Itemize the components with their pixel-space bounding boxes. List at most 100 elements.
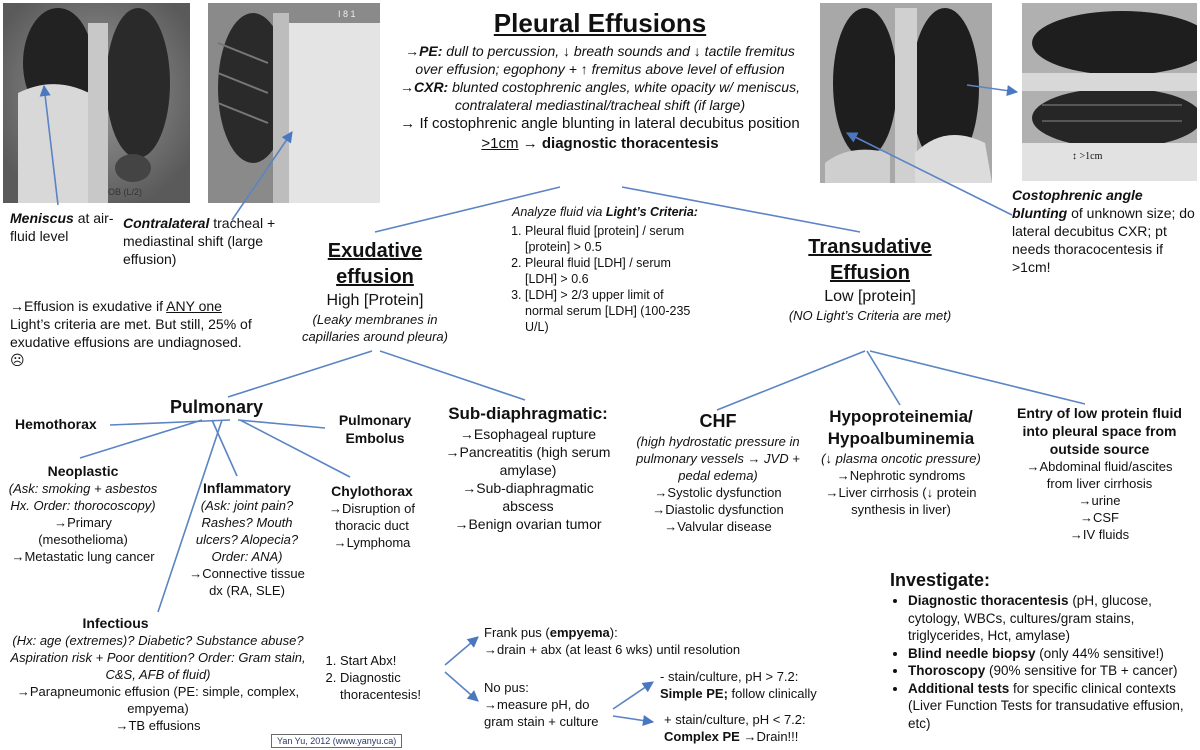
cxr-findings: →CXR: blunted costophrenic angles, white… [395, 78, 805, 114]
exudative-note-emph: ANY one [166, 298, 222, 314]
infectious-item: →TB effusions [8, 717, 308, 734]
arrow-icon: → [836, 468, 850, 483]
simple-pe-bold: Simple PE; [660, 686, 728, 701]
hypoprotein-item-text: Liver cirrhosis (↓ protein synthesis in … [838, 485, 977, 517]
hypoprotein-item: →Liver cirrhosis (↓ protein synthesis in… [812, 484, 990, 518]
xray-meniscus: OB (L/2) [3, 3, 190, 203]
investigate-item: Thoroscopy (90% sensitive for TB + cance… [908, 662, 1195, 680]
decubitus-arrow: → [522, 135, 538, 152]
chf-item-text: Valvular disease [677, 519, 772, 534]
arrow-icon: → [11, 549, 25, 564]
arrow-icon: → [484, 642, 497, 657]
chf-item: →Systolic dysfunction [632, 484, 804, 501]
arrow-icon: → [743, 729, 757, 744]
hypoprotein-title-1: Hypoproteinemia/ [829, 407, 973, 426]
caption-blunting-bold: Costophrenic angle blunting [1012, 187, 1143, 221]
caption-meniscus-rest: at air-fluid level [10, 210, 114, 244]
pe-findings: →PE: dull to percussion, ↓ breath sounds… [395, 42, 805, 78]
transudative-title-2: Effusion [830, 262, 910, 284]
entry-item: →CSF [1012, 509, 1187, 526]
investigate-block: Investigate: Diagnostic thoracentesis (p… [890, 569, 1195, 732]
neoplastic-title: Neoplastic [47, 463, 119, 479]
lights-intro: Analyze fluid via Light’s Criteria: [505, 204, 705, 220]
subdiaphragmatic-item: →Pancreatitis (high serum amylase) [438, 443, 618, 479]
cxr-text: blunted costophrenic angles, white opaci… [452, 79, 800, 113]
subdiaphragmatic-item-text: Pancreatitis (high serum amylase) [459, 444, 611, 478]
credit-label: Yan Yu, 2012 (www.yanyu.ca) [271, 734, 403, 748]
entry-item-text: CSF [1093, 510, 1119, 525]
frank-pre: Frank pus ( [484, 625, 550, 640]
caption-blunting: Costophrenic angle blunting of unknown s… [1012, 186, 1198, 276]
inflammatory-block: Inflammatory (Ask: joint pain? Rashes? M… [183, 479, 311, 599]
pulmonary-embolus-label: Pulmonary Embolus [338, 412, 412, 446]
infectious-item: →Parapneumonic effusion (PE: simple, com… [8, 683, 308, 717]
hypoprotein-desc: (↓ plasma oncotic pressure) [821, 451, 981, 466]
inflammatory-item: →Connective tissue dx (RA, SLE) [183, 565, 311, 599]
caption-meniscus-bold: Meniscus [10, 210, 74, 226]
inflammatory-item-text: Connective tissue dx (RA, SLE) [202, 566, 305, 598]
chylothorax-item-text: Disruption of thoracic duct [335, 501, 415, 533]
entry-item: →Abdominal fluid/ascites from liver cirr… [1012, 458, 1187, 492]
inflammatory-desc: (Ask: joint pain? Rashes? Mouth ulcers? … [195, 498, 299, 564]
xray-mediastinal-shift: I 8 1 [208, 3, 380, 203]
header-block: Pleural Effusions →PE: dull to percussio… [395, 8, 805, 154]
hypoprotein-title-2: Hypoalbuminemia [827, 429, 975, 448]
cxr-arrow: → [400, 79, 414, 95]
lights-item: Pleural fluid [LDH] / serum [LDH] > 0.6 [525, 255, 705, 287]
arrow-icon: → [333, 535, 347, 550]
exudative-title-1: Exudative [327, 240, 423, 262]
decubitus-pre: → If costophrenic angle blunting in late… [400, 115, 800, 132]
exudative-title-2: effusion [336, 266, 414, 288]
arrow-icon: → [1069, 527, 1083, 542]
investigate-item: Additional tests for specific clinical c… [908, 680, 1195, 733]
entry-block: Entry of low protein fluid into pleural … [1012, 404, 1187, 543]
chf-item-text: Systolic dysfunction [667, 485, 782, 500]
arrow-icon: → [329, 501, 342, 516]
arrow-icon: → [445, 444, 460, 460]
neoplastic-item-text: Primary (mesothelioma) [38, 515, 128, 547]
neoplastic-block: Neoplastic (Ask: smoking + asbestos Hx. … [8, 462, 158, 565]
infectious-desc: (Hx: age (extremes)? Diabetic? Substance… [10, 633, 306, 682]
entry-item: →IV fluids [1012, 526, 1187, 543]
exudative-note-pre: →Effusion is exudative if [10, 298, 164, 314]
entry-item: →urine [1012, 492, 1187, 509]
investigate-item-rest: (pH, glucose, cytology, WBCs, cultures/g… [908, 593, 1152, 643]
arrow-icon: → [664, 519, 678, 534]
hypoprotein-item-text: Nephrotic syndroms [849, 468, 966, 483]
exudative-desc: (Leaky membranes in capillaries around p… [302, 312, 448, 344]
transudative-subtitle: Low [protein] [824, 288, 916, 305]
chf-desc: (high hydrostatic pressure in pulmonary … [636, 434, 800, 483]
frank-post: ): [609, 625, 618, 640]
subdiaphragmatic-item: →Benign ovarian tumor [438, 515, 618, 533]
chf-item-text: Diastolic dysfunction [665, 502, 784, 517]
investigate-item-rest: (only 44% sensitive!) [1039, 645, 1164, 661]
caption-shift-bold: Contralateral [123, 215, 210, 231]
entry-item-text: Abdominal fluid/ascites from liver cirrh… [1039, 459, 1173, 491]
arrow-icon: → [652, 502, 666, 517]
lights-item: Pleural fluid [protein] / serum [protein… [525, 223, 705, 255]
infectious-item-text: TB effusions [128, 718, 201, 733]
chylothorax-item: →Lymphoma [322, 534, 422, 551]
page-title: Pleural Effusions [493, 8, 707, 38]
decubitus-rule: → If costophrenic angle blunting in late… [395, 114, 805, 154]
investigate-title: Investigate: [890, 570, 991, 590]
simple-pe-block: - stain/culture, pH > 7.2: Simple PE; fo… [660, 668, 850, 702]
management-step: Diagnostic thoracentesis! [340, 669, 450, 703]
arrow-icon: → [459, 426, 474, 442]
arrow-icon: → [1080, 510, 1093, 525]
arrow-icon: → [189, 566, 203, 581]
neoplastic-desc: (Ask: smoking + asbestos Hx. Order: thor… [8, 481, 158, 513]
arrow-icon: → [454, 516, 469, 532]
no-pus-block: No pus: →measure pH, do gram stain + cul… [484, 679, 614, 730]
infectious-item-text: Parapneumonic effusion (PE: simple, comp… [29, 684, 300, 716]
no-pus-action-text: measure pH, do gram stain + culture [484, 697, 599, 729]
entry-item-text: urine [1091, 493, 1121, 508]
no-pus-action: →measure pH, do gram stain + culture [484, 696, 614, 730]
complex-pe-block: + stain/culture, pH < 7.2: Complex PE →D… [664, 711, 844, 745]
subdiaphragmatic-item-text: Esophageal rupture [473, 426, 597, 442]
neoplastic-item: →Primary (mesothelioma) [8, 514, 158, 548]
lights-item: [LDH] > 2/3 upper limit of normal serum … [525, 287, 705, 335]
xray-costophrenic-blunting [820, 3, 992, 183]
subdiaphragmatic-item-text: Benign ovarian tumor [468, 516, 602, 532]
chylothorax-title: Chylothorax [331, 483, 413, 499]
